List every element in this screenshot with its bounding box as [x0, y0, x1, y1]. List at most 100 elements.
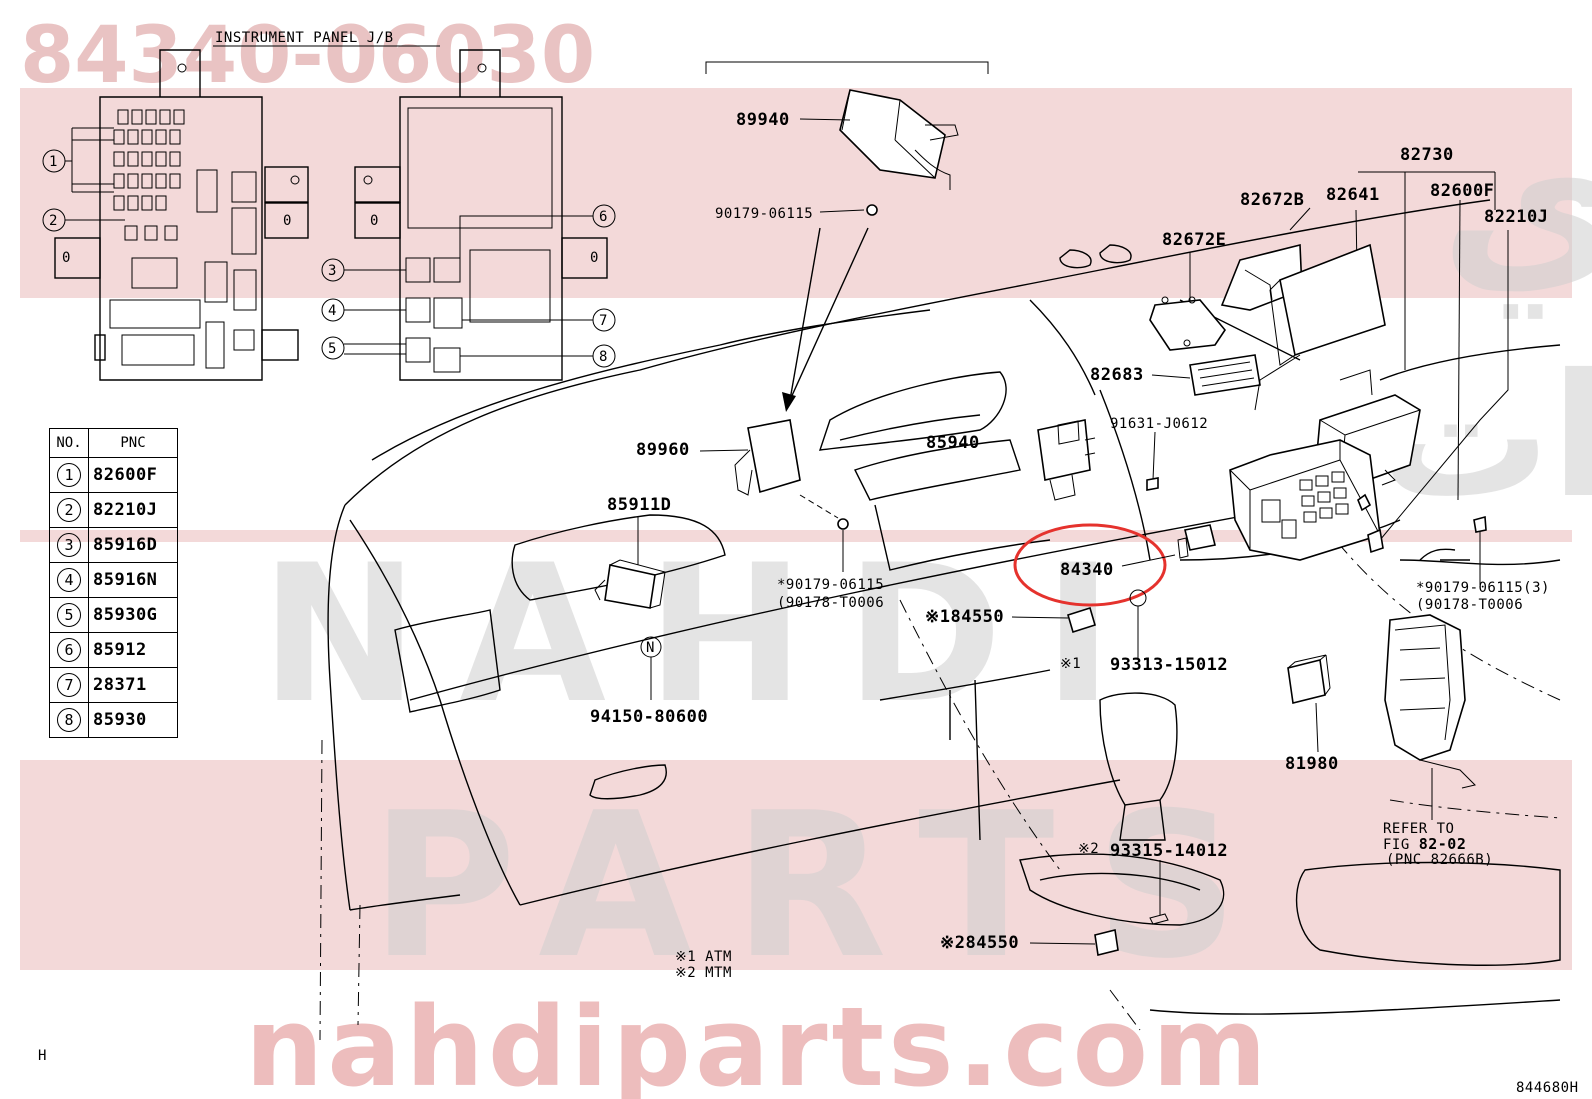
table-row: 8 85930 [49, 702, 178, 738]
label-93315-14012: 93315-14012 [1110, 841, 1228, 861]
ref-line-left-2 [357, 904, 361, 1026]
note-atm: ※1 ATM [675, 949, 732, 965]
row-number: 7 [57, 673, 81, 697]
label-82730: 82730 [1400, 145, 1454, 165]
watermark-url: nahdiparts.com [245, 983, 1271, 1099]
svg-text:0: 0 [62, 250, 71, 266]
watermark-band-top [20, 88, 1572, 298]
highlight-84340 [1013, 523, 1167, 607]
callout-2-label: 2 [49, 213, 58, 229]
top-bracket [705, 61, 989, 74]
part-82641 [1254, 243, 1386, 411]
part-91631-j0612-relay [1037, 419, 1096, 501]
part-82672e [1149, 296, 1226, 351]
note-mtm: ※2 MTM [675, 965, 732, 981]
label-90178-t0006-right: (90178-T0006 [1416, 597, 1523, 613]
label-89960: 89960 [636, 440, 690, 460]
pnc-table: NO. PNC 1 82600F 2 82210J 3 85916D 4 859… [49, 428, 178, 738]
table-row: 7 28371 [49, 667, 178, 703]
callout-1-label: 1 [49, 154, 58, 170]
table-row: 6 85912 [49, 632, 178, 668]
row-pnc: 85916N [88, 562, 178, 598]
part-85911d [594, 559, 667, 609]
watermark-band-bottom [20, 760, 1572, 970]
jb-title: INSTRUMENT PANEL J/B [215, 30, 394, 46]
label-85940: 85940 [926, 433, 980, 453]
row-number: 4 [57, 568, 81, 592]
row-number: 2 [57, 498, 81, 522]
junction-block-back: 0 0 [354, 49, 608, 381]
label-90179-06115-top: 90179-06115 [715, 206, 813, 222]
refer-fig-prefix: FIG [1383, 837, 1419, 853]
row-pnc: 82600F [88, 457, 178, 493]
row-number: 8 [57, 708, 81, 732]
refer-line-1: REFER TO [1383, 821, 1454, 837]
bolt-right-1 [1357, 493, 1372, 512]
label-85911d: 85911D [607, 495, 671, 515]
label-89940: 89940 [736, 110, 790, 130]
part-89960 [734, 419, 801, 496]
junction-block-front: 0 0 [54, 49, 309, 381]
part-84550-mtm [1094, 929, 1119, 956]
refer-line-3: (PNC 82666B) [1386, 852, 1493, 868]
watermark-nahdi: NAHDI [260, 524, 1153, 745]
label-82683: 82683 [1090, 365, 1144, 385]
callout-5-label: 5 [328, 341, 337, 357]
ref-line-right [1319, 519, 1561, 701]
dashboard-outline [327, 199, 1561, 1015]
watermark-parts: PARTS [370, 770, 1279, 1003]
row-number: 1 [57, 463, 81, 487]
leader-arrow-b [789, 227, 869, 401]
pnc-header-no: NO. [49, 428, 89, 458]
pnc-header-pnc: PNC [88, 428, 178, 458]
row-pnc: 82210J [88, 492, 178, 528]
bolt-right-2 [1367, 528, 1384, 554]
ref-line-right-2 [1389, 799, 1561, 819]
arrow-head [782, 392, 796, 412]
ref-line-left [319, 739, 323, 1041]
svg-text:0: 0 [370, 213, 379, 229]
label-90179-06115-mid: *90179-06115 [777, 577, 884, 593]
callout-4-label: 4 [328, 303, 337, 319]
label-82672b: 82672B [1240, 190, 1304, 210]
bolt-90179-top [866, 204, 878, 216]
part-84340 [1177, 524, 1216, 559]
row-pnc: 85930G [88, 597, 178, 633]
table-row: 5 85930G [49, 597, 178, 633]
watermark-arabic-1: النهدي [1440, 85, 1592, 319]
label-82210j: 82210J [1484, 207, 1548, 227]
label-82600f: 82600F [1430, 181, 1494, 201]
label-82672e: 82672E [1162, 230, 1226, 250]
part-junction-block-assembly [1229, 439, 1381, 561]
ref-line-bottom [1109, 989, 1141, 1031]
label-93313-15012: 93313-15012 [1110, 655, 1228, 675]
table-row: 1 82600F [49, 457, 178, 493]
bracket-82730 [1358, 171, 1496, 370]
row-pnc: 28371 [88, 667, 178, 703]
row-number: 5 [57, 603, 81, 627]
svg-text:0: 0 [283, 213, 292, 229]
callout-3-label: 3 [328, 263, 337, 279]
part-82683 [1189, 354, 1261, 396]
label-81980: 81980 [1285, 754, 1339, 774]
table-row: 2 82210J [49, 492, 178, 528]
bolt-90179-mid [837, 518, 849, 530]
row-pnc: 85930 [88, 702, 178, 738]
pnc-table-header: NO. PNC [49, 428, 178, 458]
row-pnc: 85916D [88, 527, 178, 563]
mark-93313: ※1 [1060, 656, 1081, 672]
part-84550-atm [1067, 606, 1096, 634]
label-90179-06115-right: *90179-06115(3) [1416, 580, 1550, 596]
leader-arrow-a [789, 227, 821, 401]
label-94150-80600: 94150-80600 [590, 707, 708, 727]
table-row: 4 85916N [49, 562, 178, 598]
refer-line-2: FIG 82-02 [1383, 835, 1466, 853]
screw-93315 [1149, 913, 1169, 925]
refer-fig-link[interactable]: 82-02 [1419, 835, 1467, 853]
callout-6-label: 6 [599, 209, 608, 225]
label-84550-mtm: ※284550 [940, 933, 1019, 953]
label-82641: 82641 [1326, 185, 1380, 205]
bolt-90179-right [1473, 515, 1487, 533]
svg-text:0: 0 [590, 250, 599, 266]
